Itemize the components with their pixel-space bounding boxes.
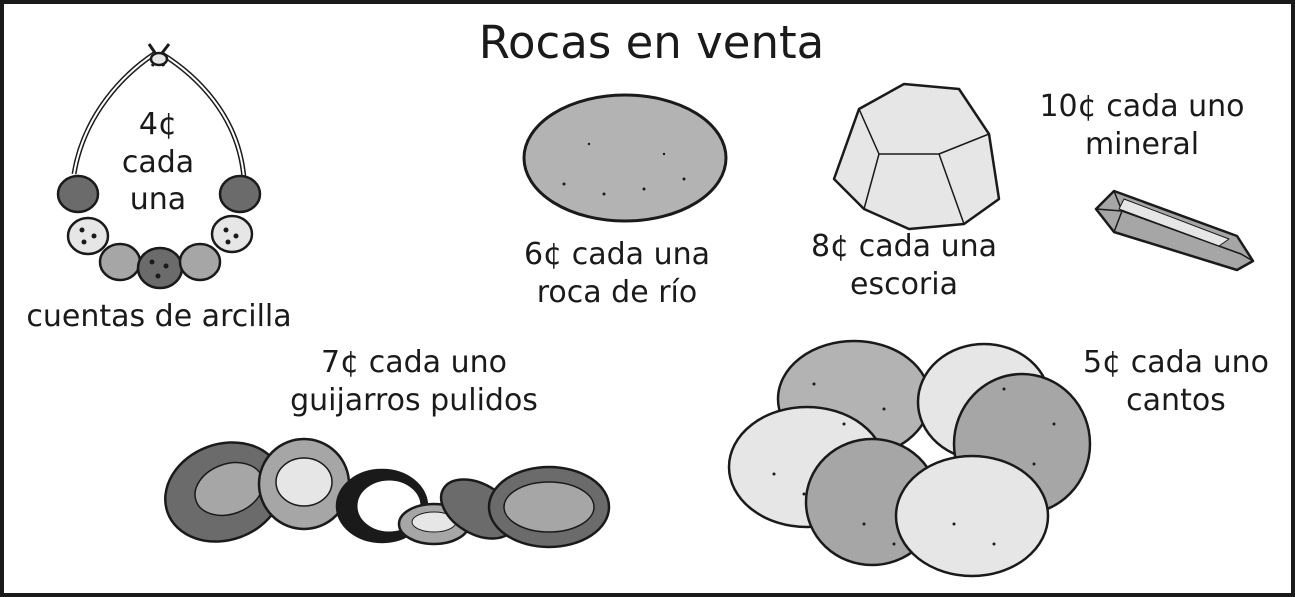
river-rock-label: 6¢ cada una roca de río [494,236,740,311]
boulders-name: cantos [1126,382,1226,418]
polished-pebbles-image [164,437,611,549]
mineral-price-line: 10¢ cada uno [1039,89,1245,124]
mineral-name: mineral [1084,126,1200,162]
polished-pebbles-name: guijarros pulidos [290,382,538,418]
clay-beads-necklace-image [56,43,262,290]
clay-beads-price-label: 4¢ cada una [104,106,212,219]
boulders-price-line: 5¢ cada uno [1083,345,1269,380]
mineral-crystal-image [1094,189,1255,272]
poster-title: Rocas en venta [478,16,825,69]
river-rock-price-line: 6¢ cada una [524,237,710,272]
clay-beads-price: 4¢ [138,107,178,142]
river-rock-name: roca de río [536,274,698,310]
slag-price-line: 8¢ cada una [811,229,997,264]
slag-name: escoria [850,266,958,302]
boulders-image [727,339,1092,578]
clay-beads-unit-line-2: una [129,182,187,217]
polished-pebbles-price-line: 7¢ cada uno [321,345,507,380]
boulders-label: 5¢ cada uno cantos [1064,344,1288,419]
polished-pebbles-label: 7¢ cada uno guijarros pulidos [274,344,554,419]
slag-label: 8¢ cada una escoria [784,228,1024,303]
clay-beads-name: cuentas de arcilla [26,299,292,334]
clay-beads-unit-line-1: cada [121,144,195,180]
illustrations [56,43,1255,578]
river-rock-image [522,93,728,223]
mineral-label: 10¢ cada uno mineral [1022,88,1262,163]
slag-image [832,82,1001,231]
